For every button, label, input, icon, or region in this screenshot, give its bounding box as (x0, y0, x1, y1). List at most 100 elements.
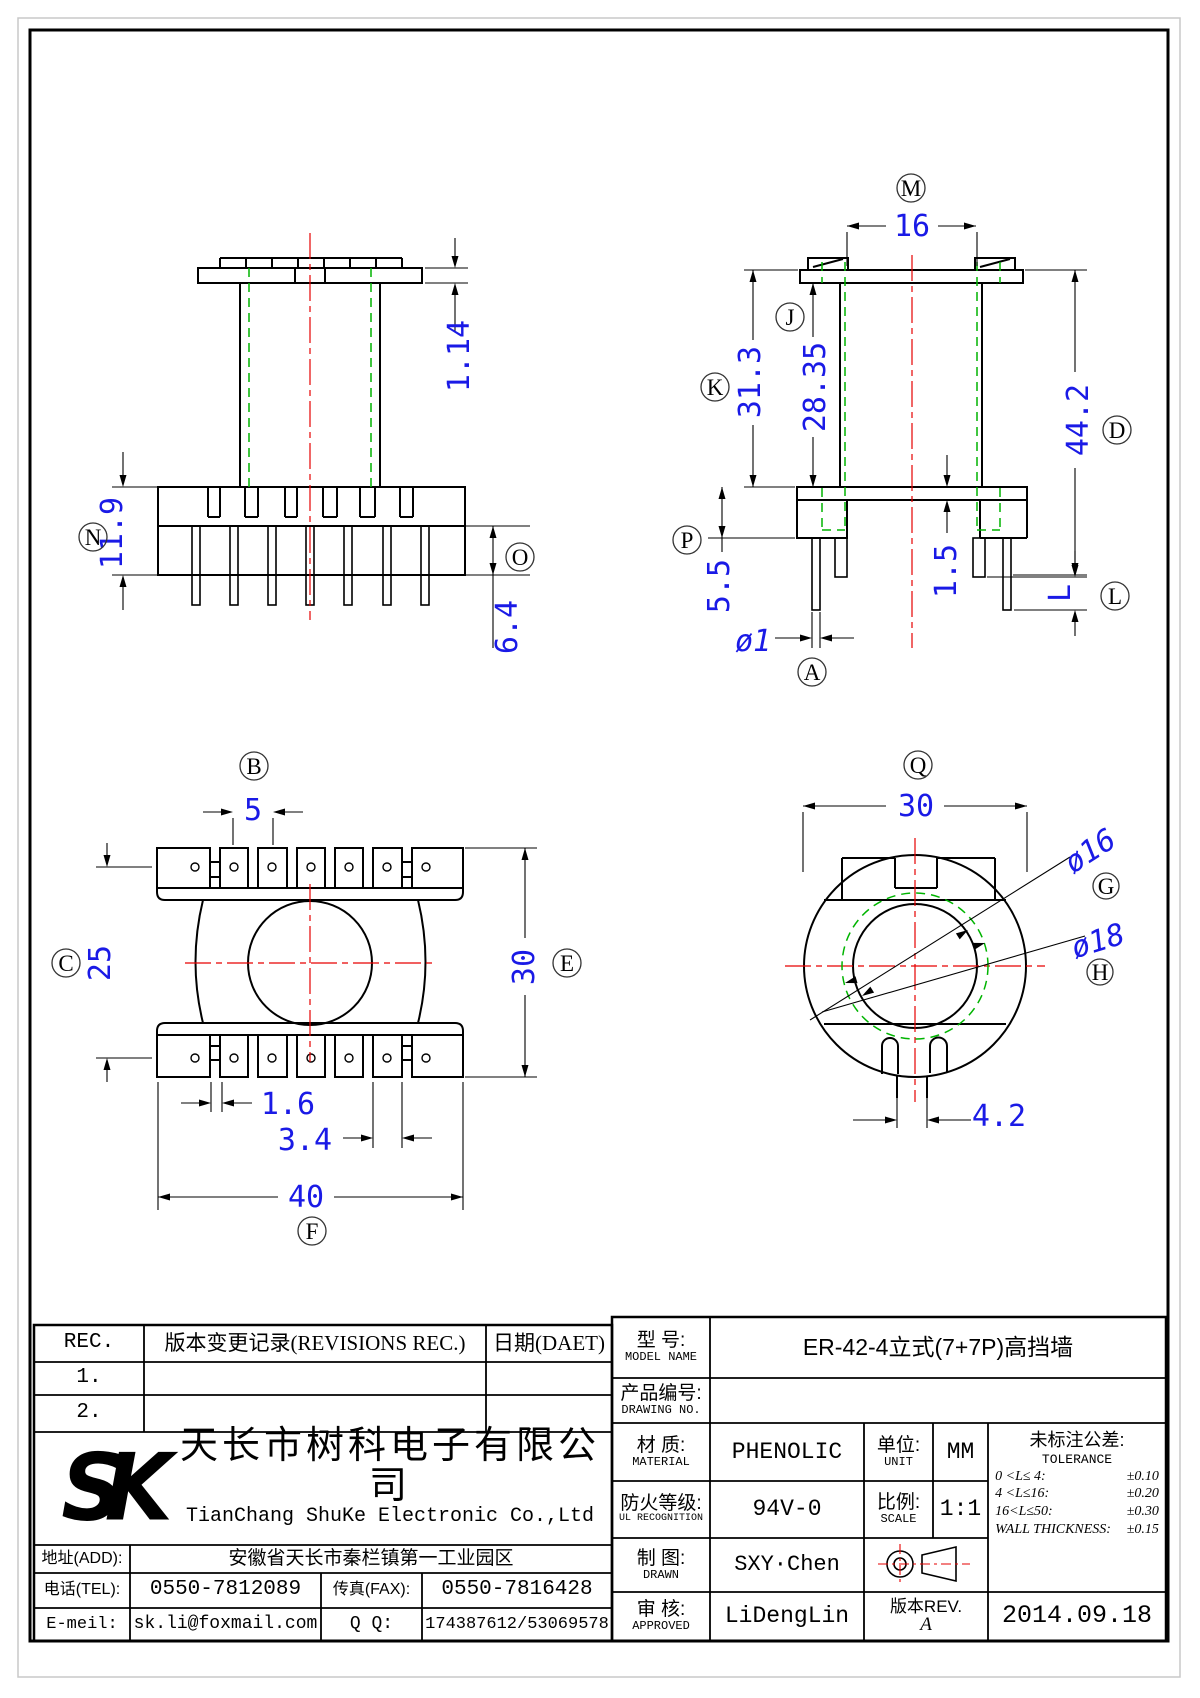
drawing-no-label-en: DRAWING NO. (621, 1403, 701, 1418)
tolerance-row: 4 <L≤16: ±0.20 (995, 1487, 1159, 1502)
drawn-label-cn: 制 图: (636, 1547, 686, 1569)
view-front-centerlines (821, 255, 1001, 648)
unit-label-en: UNIT (884, 1454, 913, 1469)
drawing-no-value (710, 1378, 1166, 1423)
balloon-G-letter: G (1098, 874, 1115, 899)
tel-label: 电话(TEL): (43, 1581, 121, 1599)
view-top-centerlines (185, 884, 435, 1062)
fax-label: 传真(FAX): (332, 1581, 411, 1599)
material-label-en: MATERIAL (632, 1454, 690, 1469)
revision-label: 版本REV. (889, 1596, 963, 1616)
dim-gap: 1.6 (261, 1087, 315, 1122)
view-front-arrows (718, 222, 1079, 642)
drawn-label: 制 图: DRAWN (612, 1538, 710, 1592)
tolerance-row: 0 <L≤ 4: ±0.10 (995, 1469, 1159, 1485)
title-block-lines (34, 1317, 1166, 1641)
dim-base-height: 11.9 (95, 497, 130, 569)
revision-cell: 版本REV. A (864, 1592, 988, 1641)
tolerance-title-cn: 未标注公差: (1029, 1430, 1125, 1450)
model-value: ER-42-4立式(7+7P)高挡墙 (802, 1334, 1074, 1361)
dim-flange-thickness: 1.14 (442, 320, 477, 392)
balloon-F: F (297, 1216, 327, 1246)
material-value: PHENOLIC (731, 1438, 843, 1465)
tolerance-range: WALL THICKNESS: (995, 1521, 1111, 1537)
balloon-P: P (672, 525, 702, 555)
balloon-H-letter: H (1092, 960, 1109, 985)
revision-row-1: 1. (76, 1366, 102, 1390)
company-logo: SK (61, 1433, 173, 1542)
view-front-dimensions (708, 225, 1087, 648)
balloon-K: K (700, 372, 730, 402)
balloon-J: J (775, 302, 805, 332)
balloon-N: N (78, 522, 108, 552)
view-side-dimensions (112, 238, 530, 648)
balloon-M: M (896, 173, 926, 203)
unit-value: MM (946, 1438, 975, 1465)
view-side-arrows (119, 256, 497, 587)
balloon-O: O (505, 542, 535, 572)
scale-value: 1:1 (939, 1496, 982, 1523)
balloon-L: L (1100, 581, 1130, 611)
balloon-Q: Q (903, 750, 933, 780)
view-side-centerlines (248, 233, 372, 620)
dim-body-width: 30 (507, 949, 542, 985)
view-round-centerlines (785, 838, 1045, 1102)
tolerance-range: 16<L≤50: (995, 1503, 1053, 1519)
balloon-E-letter: E (560, 951, 574, 976)
balloon-Q-letter: Q (910, 753, 927, 778)
fire-rating-label-en: UL RECOGNITION (618, 1513, 703, 1525)
fire-rating-label: 防火等级: UL RECOGNITION (612, 1481, 710, 1538)
model-label: 型 号: MODEL NAME (612, 1317, 710, 1378)
dim-hole-span: 25 (83, 945, 118, 981)
balloon-C-letter: C (58, 951, 73, 976)
tolerance-row: WALL THICKNESS: ±0.15 (995, 1521, 1159, 1538)
dim-window-width: 16 (894, 209, 930, 244)
drawn-label-en: DRAWN (642, 1567, 679, 1582)
dim-slot-width: 4.2 (972, 1099, 1026, 1134)
dim-plate: 1.5 (929, 544, 964, 598)
revision-col-rec: REC. (63, 1331, 115, 1355)
revision-row-2: 2. (76, 1401, 102, 1425)
dim-height-j: 28.35 (798, 342, 833, 432)
balloon-E: E (552, 948, 582, 978)
revision-value: A (920, 1614, 932, 1636)
tolerance-block: 未标注公差: TOLERANCE 0 <L≤ 4: ±0.10 4 <L≤16:… (988, 1423, 1166, 1592)
balloon-P-letter: P (681, 528, 694, 553)
tolerance-value: ±0.15 (1126, 1521, 1159, 1537)
balloon-H: H (1086, 958, 1114, 986)
material-label: 材 质: MATERIAL (612, 1423, 710, 1481)
approved-value: LiDengLin (724, 1603, 850, 1630)
dim-overall-width: 40 (288, 1180, 324, 1215)
approved-label-cn: 审 核: (636, 1599, 686, 1621)
balloon-J-letter: J (786, 305, 795, 330)
tolerance-value: ±0.30 (1126, 1503, 1159, 1519)
dim-pad-width: 5 (244, 793, 262, 828)
drawing-no-label-cn: 产品编号: (620, 1383, 702, 1405)
drawing-no-label: 产品编号: DRAWING NO. (612, 1378, 710, 1423)
tolerance-value: ±0.20 (1126, 1486, 1159, 1502)
balloon-L-letter: L (1108, 584, 1122, 609)
revision-col-date: 日期(DAET) (493, 1331, 605, 1356)
balloon-D-letter: D (1109, 418, 1126, 443)
model-label-cn: 型 号: (636, 1330, 686, 1352)
tolerance-range: 4 <L≤16: (995, 1486, 1050, 1502)
view-top-arrows (103, 808, 529, 1201)
email-value: sk.li@foxmail.com (133, 1614, 318, 1635)
balloon-B-letter: B (246, 754, 261, 779)
view-round-arrows (803, 802, 1027, 1124)
tel-value: 0550-7812089 (149, 1578, 302, 1602)
balloon-C: C (51, 948, 81, 978)
dim-height-k: 31.3 (733, 346, 768, 418)
dim-l: L (1043, 584, 1078, 602)
approved-label: 审 核: APPROVED (612, 1592, 710, 1641)
company-name-cn: 天长市树科电子有限公司 (179, 1425, 600, 1507)
balloon-A: A (797, 657, 827, 687)
dim-base-lower: 6.4 (490, 600, 525, 654)
view-top (156, 847, 464, 1078)
model-label-en: MODEL NAME (624, 1350, 697, 1365)
outer-frame (17, 17, 1181, 1678)
approved-label-en: APPROVED (632, 1619, 690, 1634)
qq-label: Q Q: (349, 1614, 394, 1635)
drawn-value: SXY·Chen (734, 1552, 840, 1578)
